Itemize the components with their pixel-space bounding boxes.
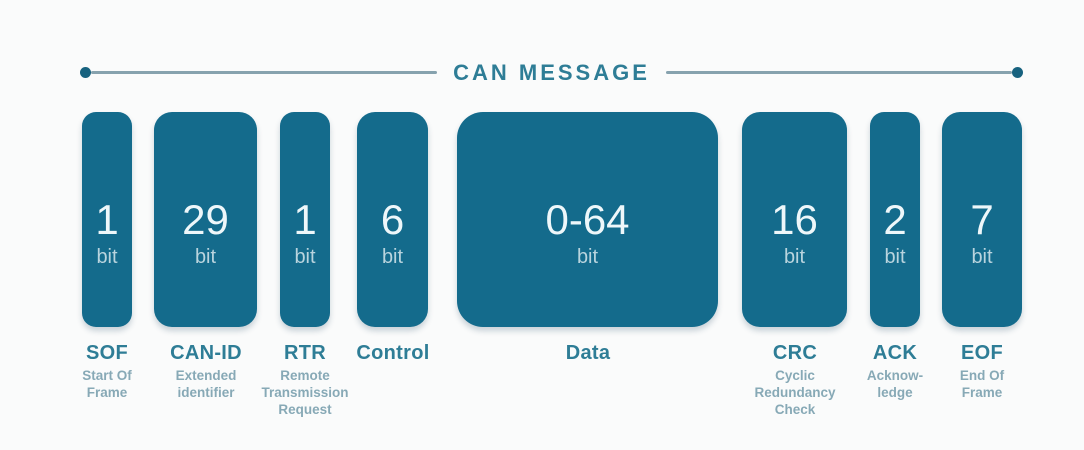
field-label-rtr: RTR Remote Transmission Request xyxy=(225,342,385,418)
field-description: Extended identifier xyxy=(175,368,237,400)
field-bits-unit: bit xyxy=(381,245,404,268)
field-label-ack: ACK Acknow- ledge xyxy=(815,342,975,401)
field-block-control: 6 bit xyxy=(357,112,428,327)
field-bits-unit: bit xyxy=(194,245,217,268)
field-abbr: ACK xyxy=(872,342,918,364)
field-bits-unit: bit xyxy=(783,245,806,268)
field-description: Remote Transmission Request xyxy=(261,368,349,417)
field-abbr: CRC xyxy=(772,342,818,364)
field-bits-unit: bit xyxy=(576,245,599,268)
field-label-eof: EOF End Of Frame xyxy=(902,342,1062,401)
field-block-ack: 2 bit xyxy=(870,112,920,327)
field-label-control: Control xyxy=(313,342,473,367)
field-description: Acknow- ledge xyxy=(866,368,924,400)
field-bits-unit: bit xyxy=(294,245,316,268)
field-bits-value: 7 xyxy=(970,195,994,243)
field-label-can-id: CAN-ID Extended identifier xyxy=(126,342,286,401)
field-bits-value: 1 xyxy=(95,195,119,243)
field-bits-value: 1 xyxy=(293,195,317,243)
field-abbr: RTR xyxy=(283,342,326,364)
diagram-header: CAN MESSAGE xyxy=(80,59,1024,85)
field-block-eof: 7 bit xyxy=(942,112,1022,327)
field-block-rtr: 1 bit xyxy=(280,112,330,327)
field-label-data: Data xyxy=(508,342,668,367)
field-block-data: 0-64 bit xyxy=(457,112,718,327)
field-bits-unit: bit xyxy=(971,245,993,268)
field-bits-value: 29 xyxy=(182,195,229,243)
field-description: End Of Frame xyxy=(959,368,1005,400)
line-endpoint-dot-right xyxy=(1012,67,1024,78)
field-description: Start Of Frame xyxy=(82,368,132,400)
field-block-crc: 16 bit xyxy=(742,112,847,327)
field-block-sof: 1 bit xyxy=(82,112,132,327)
field-label-sof: SOF Start Of Frame xyxy=(27,342,187,401)
diagram-title: CAN MESSAGE xyxy=(453,59,650,85)
field-bits-value: 2 xyxy=(883,195,907,243)
header-line-right xyxy=(665,71,1013,74)
field-label-crc: CRC Cyclic Redundancy Check xyxy=(715,342,875,418)
field-bits-unit: bit xyxy=(884,245,906,268)
field-bits-unit: bit xyxy=(96,245,118,268)
field-bits-value: 16 xyxy=(771,195,818,243)
field-abbr: Control xyxy=(356,342,430,364)
field-description: Cyclic Redundancy Check xyxy=(754,368,836,417)
field-abbr: SOF xyxy=(85,342,128,364)
field-abbr: EOF xyxy=(960,342,1003,364)
field-bits-value: 0-64 xyxy=(545,195,630,243)
field-abbr: CAN-ID xyxy=(170,342,242,364)
field-block-can-id: 29 bit xyxy=(154,112,257,327)
header-line-left xyxy=(91,71,438,74)
line-endpoint-dot-left xyxy=(80,67,91,78)
field-bits-value: 6 xyxy=(380,195,405,243)
field-abbr: Data xyxy=(565,342,611,364)
